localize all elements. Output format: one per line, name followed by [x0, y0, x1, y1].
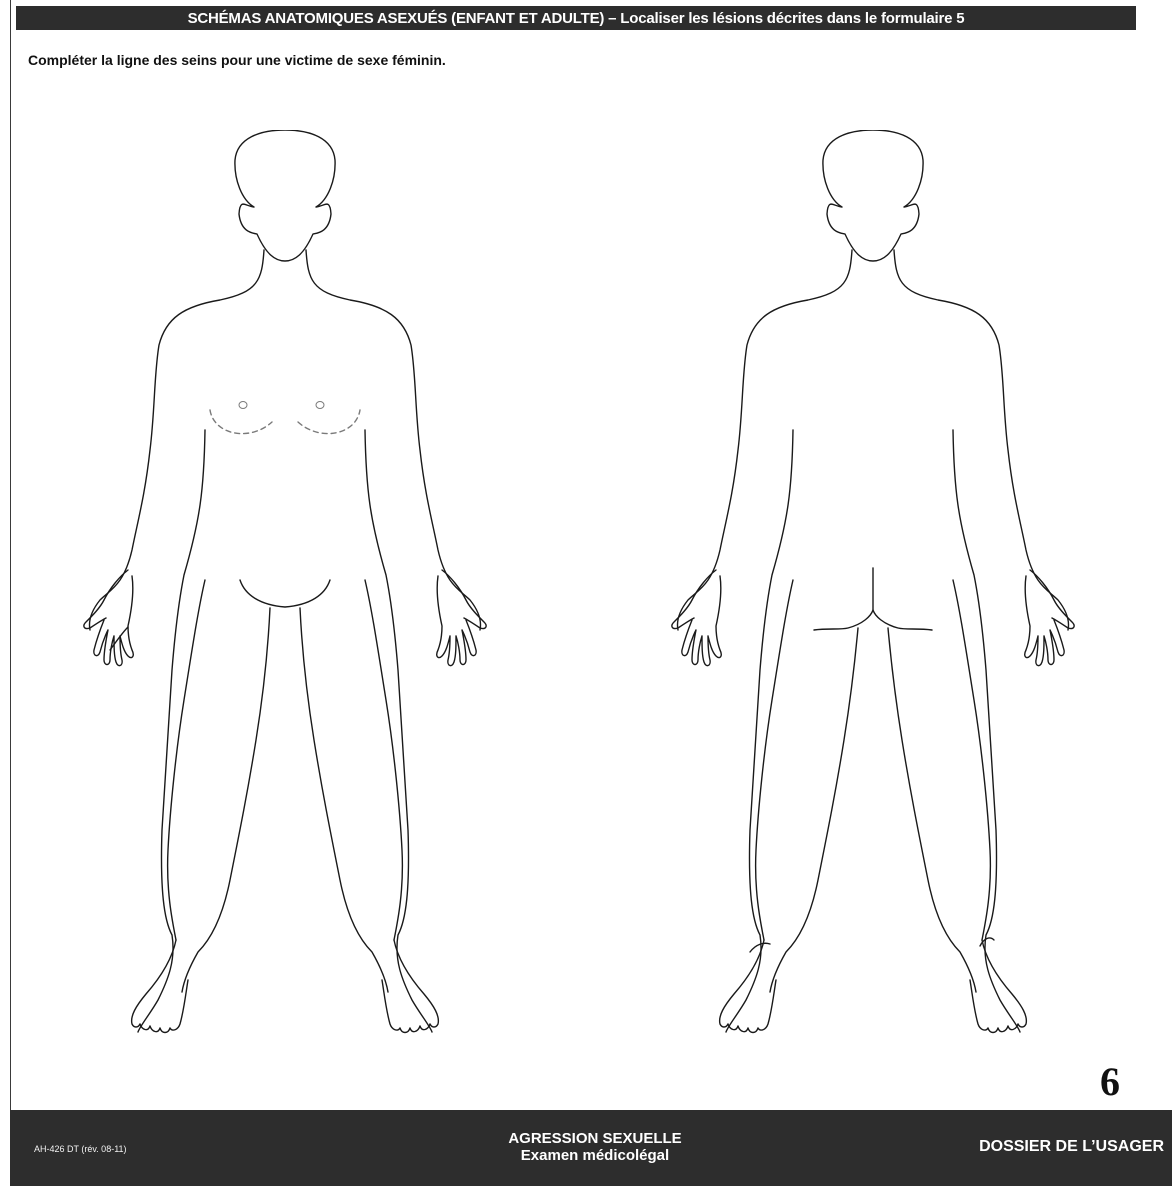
footer-title: AGRESSION SEXUELLE Examen médicolégal	[430, 1130, 760, 1164]
form-code: AH-426 DT (rév. 08-11)	[34, 1144, 127, 1154]
body-back-diagram	[668, 130, 1088, 1040]
page-left-rule	[10, 0, 11, 1110]
footer-dossier-label: DOSSIER DE L’USAGER	[979, 1138, 1164, 1156]
instruction-text: Compléter la ligne des seins pour une vi…	[28, 52, 446, 68]
body-front-outline-icon	[80, 130, 500, 1040]
page-title: SCHÉMAS ANATOMIQUES ASEXUÉS (ENFANT ET A…	[16, 6, 1136, 30]
body-back-outline-icon	[668, 130, 1088, 1040]
body-front-diagram	[80, 130, 500, 1040]
footer-title-line1: AGRESSION SEXUELLE	[430, 1130, 760, 1147]
page-number: 6	[1100, 1058, 1120, 1105]
footer-bar: AH-426 DT (rév. 08-11) AGRESSION SEXUELL…	[10, 1110, 1172, 1186]
footer-title-line2: Examen médicolégal	[430, 1147, 760, 1164]
